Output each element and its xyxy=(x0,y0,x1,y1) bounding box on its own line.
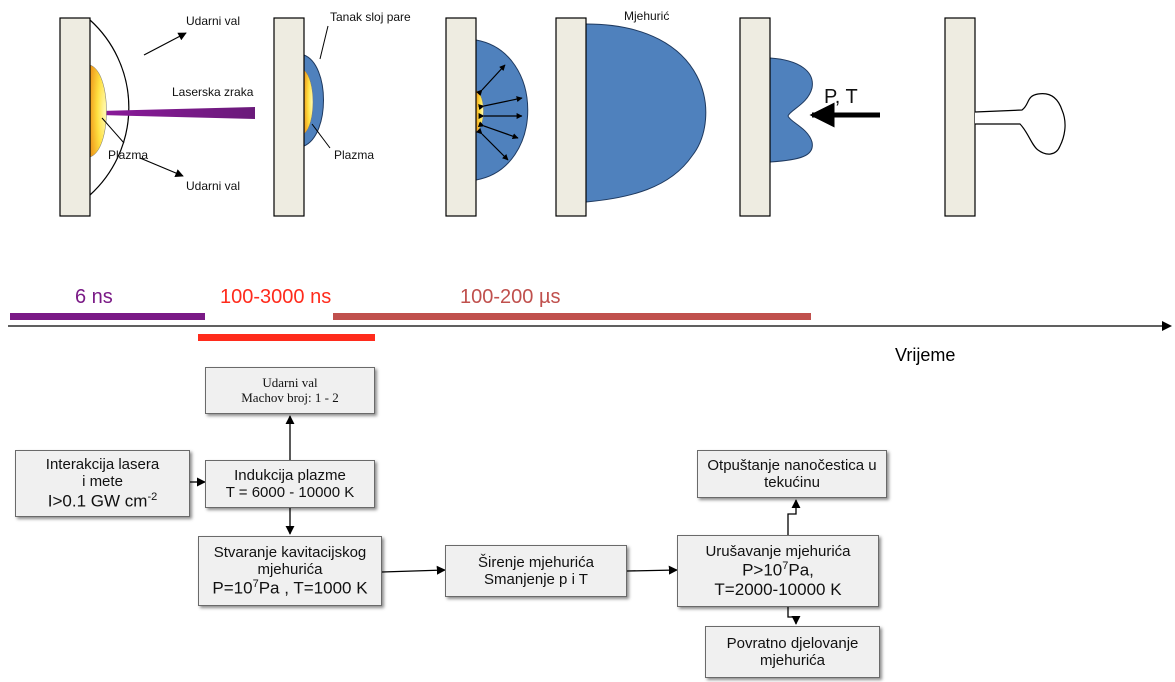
timeline-segment-1 xyxy=(10,313,205,320)
timeline-label-6ns: 6 ns xyxy=(75,286,113,308)
box-collapse: Urušavanje mjehurića P>107Pa, T=2000-100… xyxy=(677,535,879,607)
plasma-2-pointer xyxy=(311,123,331,149)
label-pressure-temp: P, T xyxy=(824,86,858,108)
label-bubble: Mjehurić xyxy=(624,9,669,23)
label-laser-beam: Laserska zraka xyxy=(172,85,254,99)
timeline xyxy=(8,313,1172,341)
target-5 xyxy=(739,17,771,217)
cavitation-line-1: Stvaranje kavitacijskog xyxy=(213,543,367,561)
laser-line-2: i mete xyxy=(82,473,123,491)
box-plasma-induction: Indukcija plazme T = 6000 - 10000 K xyxy=(205,460,375,508)
plasma-title: Indukcija plazme xyxy=(234,466,346,484)
expansion-line-1: Širenje mjehurića xyxy=(478,553,594,571)
time-axis-arrowhead xyxy=(1162,321,1172,331)
release-line-1: Otpuštanje nanočestica u xyxy=(707,456,877,474)
cavitation-line-2: mjehurića xyxy=(257,560,323,578)
shock-wave-hemisphere xyxy=(89,19,130,196)
box-bubble-rebound: Povratno djelovanje mjehurića xyxy=(705,626,880,678)
time-axis-label: Vrijeme xyxy=(895,345,956,365)
stage-bubble-growth xyxy=(445,17,529,217)
rebound-line-1: Povratno djelovanje xyxy=(726,634,859,652)
target-6 xyxy=(944,17,976,217)
timeline-label-100-200us: 100-200 µs xyxy=(460,286,561,308)
collapse-pressure: P>107Pa, xyxy=(742,559,814,580)
target-1 xyxy=(59,17,91,217)
label-vapor-layer: Tanak sloj pare xyxy=(330,10,411,24)
bubble-collapsing xyxy=(769,57,813,163)
expansion-arrow-5 xyxy=(476,128,509,161)
nanoparticle-jet xyxy=(974,93,1066,155)
expansion-line-2: Smanjenje p i T xyxy=(484,571,588,588)
release-line-2: tekućinu xyxy=(764,474,820,491)
laser-beam xyxy=(100,107,255,119)
collapse-title: Urušavanje mjehurića xyxy=(705,542,851,560)
plasma-1-pointer xyxy=(101,117,125,144)
timeline-label-100-3000ns: 100-3000 ns xyxy=(220,286,332,308)
arrow-cavitation-to-expansion xyxy=(381,565,446,575)
target-2 xyxy=(273,17,305,217)
stage-laser-interaction: Udarni val Laserska zraka Plazma Udarni … xyxy=(59,14,255,217)
vapor-pointer xyxy=(319,25,329,60)
shock-arrow-up xyxy=(143,32,187,56)
collapse-temp: T=2000-10000 K xyxy=(714,579,842,599)
target-4 xyxy=(555,17,587,217)
stage-bubble-collapse: P, T xyxy=(739,17,880,217)
flow-connectors xyxy=(190,415,801,625)
box-shock-wave: Udarni val Machov broj: 1 - 2 xyxy=(205,367,375,414)
box-laser-interaction: Interakcija lasera i mete I>0.1 GW cm-2 xyxy=(15,450,190,517)
bubble-large xyxy=(585,23,707,203)
arrow-collapse-to-rebound xyxy=(787,607,801,625)
stage-bubble-max: Mjehurić xyxy=(555,9,707,217)
box-cavitation: Stvaranje kavitacijskog mjehurića P=107P… xyxy=(198,536,382,606)
label-plasma-1: Plazma xyxy=(108,148,148,162)
box-nanoparticle-release: Otpuštanje nanočestica u tekućinu xyxy=(697,450,887,498)
target-3 xyxy=(445,17,477,217)
stage-vapor-layer: Tanak sloj pare Plazma xyxy=(273,10,411,217)
expansion-arrow-1 xyxy=(476,64,506,97)
label-plasma-2: Plazma xyxy=(334,148,374,162)
shock-arrow-down xyxy=(139,157,184,177)
timeline-segment-2 xyxy=(198,334,375,341)
shock-wave-mach: Machov broj: 1 - 2 xyxy=(241,389,339,405)
arrow-collapse-to-release xyxy=(787,499,801,535)
label-shock-wave-top: Udarni val xyxy=(186,14,240,28)
arrow-expansion-to-collapse xyxy=(626,565,678,575)
rebound-line-2: mjehurića xyxy=(759,652,826,669)
shock-wave-title: Udarni val xyxy=(262,374,318,390)
cavitation-params: P=107Pa , T=1000 K xyxy=(212,578,368,598)
laser-intensity: I>0.1 GW cm-2 xyxy=(47,490,158,511)
bubble-small xyxy=(475,39,529,181)
laser-line-1: Interakcija lasera xyxy=(45,456,160,474)
box-expansion: Širenje mjehurića Smanjenje p i T xyxy=(445,545,627,597)
label-shock-wave-bottom: Udarni val xyxy=(186,179,240,193)
stage-jet xyxy=(944,17,1066,217)
plasma-1 xyxy=(89,64,107,158)
expansion-arrow-2 xyxy=(478,96,523,111)
timeline-segment-3 xyxy=(333,313,811,320)
plasma-temp: T = 6000 - 10000 K xyxy=(225,484,355,501)
